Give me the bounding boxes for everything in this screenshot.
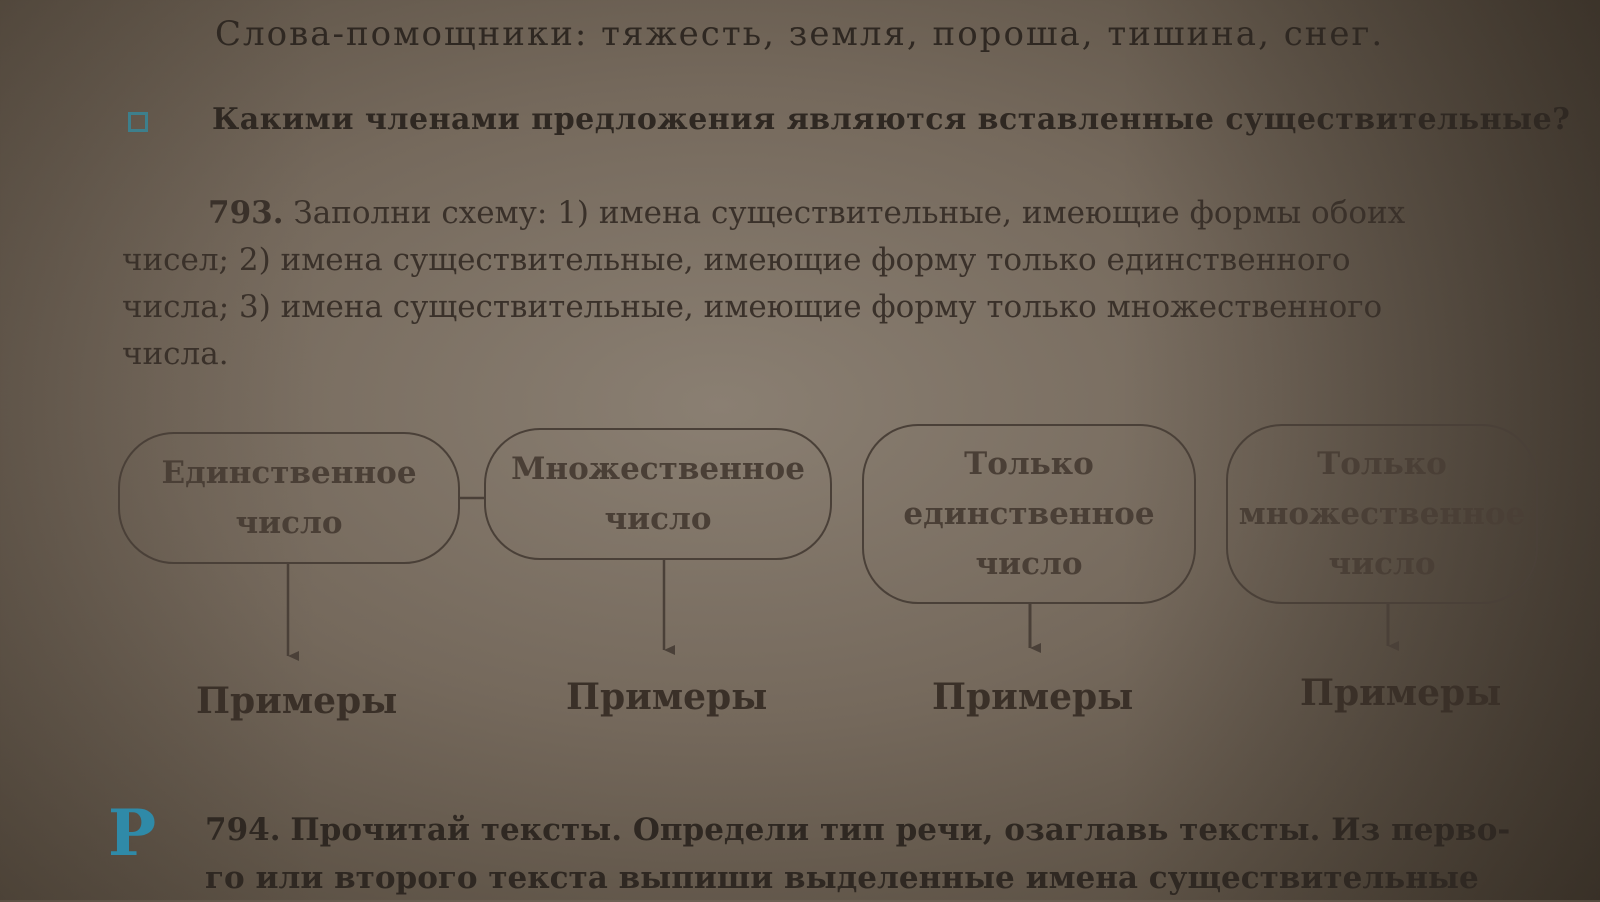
task-794-line-2: го или второго текста выпиши выделенные … bbox=[205, 860, 1479, 896]
task-line-1: Заполни схему: 1) имена существительные,… bbox=[293, 195, 1406, 231]
box-label: Только bbox=[964, 446, 1094, 482]
box-label: число bbox=[235, 505, 343, 541]
task-line-4: числа. bbox=[122, 336, 229, 372]
question-text: Какими членами предложения являются вста… bbox=[212, 102, 1571, 137]
box-label: число bbox=[1328, 546, 1436, 582]
task-line-3: числа; 3) имена существительные, имеющие… bbox=[122, 289, 1383, 325]
task-line-2: чисел; 2) имена существительные, имеющие… bbox=[122, 242, 1351, 278]
helper-words: Слова-помощники: тяжесть, земля, пороша,… bbox=[215, 14, 1385, 54]
box-only-plural: Только множественное число bbox=[1226, 424, 1538, 604]
box-label: единственное bbox=[903, 496, 1155, 532]
box-only-singular: Только единственное число bbox=[862, 424, 1196, 604]
box-singular: Единственное число bbox=[118, 432, 460, 564]
question-square-icon bbox=[128, 112, 148, 132]
box-label: число bbox=[604, 501, 712, 537]
task-794-line-1: Прочитай тексты. Определи тип речи, озаг… bbox=[290, 812, 1511, 848]
box-plural: Множественное число bbox=[484, 428, 832, 560]
examples-label-1: Примеры bbox=[196, 680, 398, 722]
box-label: число bbox=[975, 546, 1083, 582]
box-label: Единственное bbox=[161, 455, 417, 491]
examples-label-4: Примеры bbox=[1300, 672, 1502, 714]
task-number: 793. bbox=[208, 195, 284, 231]
task-794: 794. Прочитай тексты. Определи тип речи,… bbox=[205, 806, 1545, 902]
speech-section-marker: Р bbox=[108, 796, 157, 871]
box-label: множественное bbox=[1238, 496, 1526, 532]
task-number: 794. bbox=[205, 812, 281, 848]
task-793: 793. Заполни схему: 1) имена существител… bbox=[122, 190, 1522, 378]
box-label: Множественное bbox=[511, 451, 805, 487]
examples-label-2: Примеры bbox=[566, 676, 768, 718]
box-label: Только bbox=[1317, 446, 1447, 482]
examples-label-3: Примеры bbox=[932, 676, 1134, 718]
